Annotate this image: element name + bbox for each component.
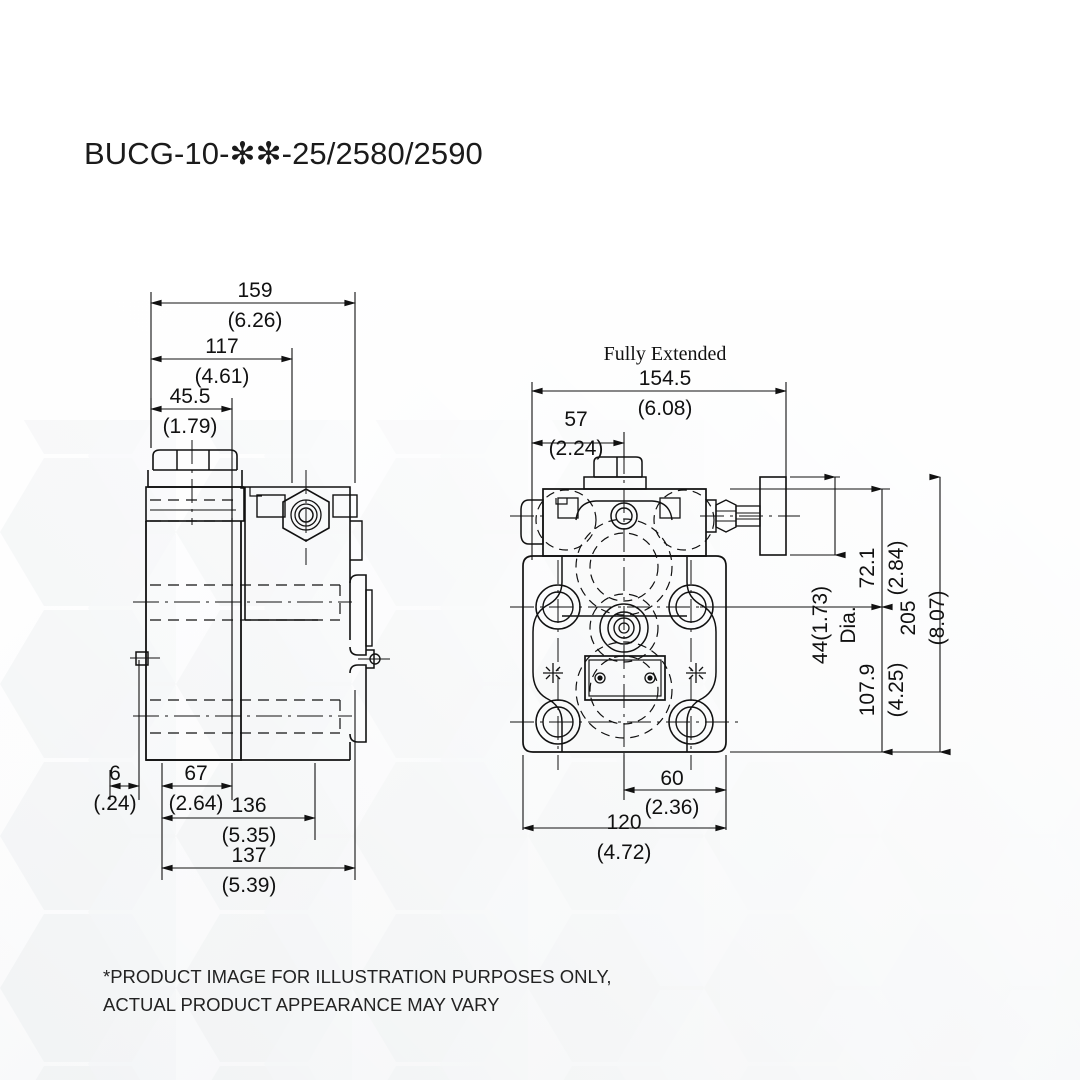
dimension-len-60-mm: 60 [660, 767, 683, 790]
dimension-len-154.5-mm: 154.5 [639, 367, 692, 390]
dimension-len-137-mm: 137 [231, 844, 266, 867]
dimension-len-6-inch: (.24) [93, 792, 136, 815]
dimension-len-159-inch: (6.26) [228, 309, 283, 332]
side-view-geometry [130, 440, 390, 761]
dimension-len-72.1-inch: (2.84) [885, 541, 908, 596]
dimension-len-120-mm: 120 [606, 811, 641, 834]
dimension-len-159-mm: 159 [237, 279, 272, 302]
dimension-len-57-inch: (2.24) [549, 437, 604, 460]
page-title: BUCG-10-✻✻-25/2580/2590 [84, 136, 483, 171]
dimension-len-67-inch: (2.64) [169, 792, 224, 815]
dimension-len-107.9-mm: 107.9 [856, 664, 879, 717]
dimension-len-205-mm: 205 [897, 600, 920, 635]
disclaimer-text: *PRODUCT IMAGE FOR ILLUSTRATION PURPOSES… [103, 966, 612, 1015]
dimension-len-45.5-inch: (1.79) [163, 415, 218, 438]
dimension-len-117-inch: (4.61) [195, 365, 250, 388]
plan-view-note: Fully Extended [604, 343, 727, 365]
dimension-len-154.5-inch: (6.08) [638, 397, 693, 420]
dimension-labels: 159 (6.26) 117 (4.61) 45.5 (1.79) 6 (.24… [93, 279, 949, 897]
dimension-len-67-mm: 67 [184, 762, 207, 785]
dimension-dia-44-label: 44(1.73) [809, 586, 832, 664]
plan-view-dimensions [522, 382, 951, 832]
dimension-len-136-mm: 136 [231, 794, 266, 817]
dimension-len-6-mm: 6 [109, 762, 121, 785]
dimension-len-117-mm: 117 [205, 335, 238, 358]
dimension-len-45.5-mm: 45.5 [170, 385, 211, 408]
dimension-len-72.1-mm: 72.1 [856, 548, 879, 589]
dimension-len-60-inch: (2.36) [645, 796, 700, 819]
dimension-dia-44-suffix: Dia. [837, 606, 860, 643]
dimension-len-107.9-inch: (4.25) [885, 663, 908, 718]
dimension-len-120-inch: (4.72) [597, 841, 652, 864]
dimension-len-137-inch: (5.39) [222, 874, 277, 897]
dimension-len-136-inch: (5.35) [222, 824, 277, 847]
dimension-len-205-inch: (8.07) [926, 591, 949, 646]
plan-view-geometry [510, 450, 800, 770]
dimension-len-57-mm: 57 [564, 408, 587, 431]
side-view-dimensions [109, 292, 356, 880]
